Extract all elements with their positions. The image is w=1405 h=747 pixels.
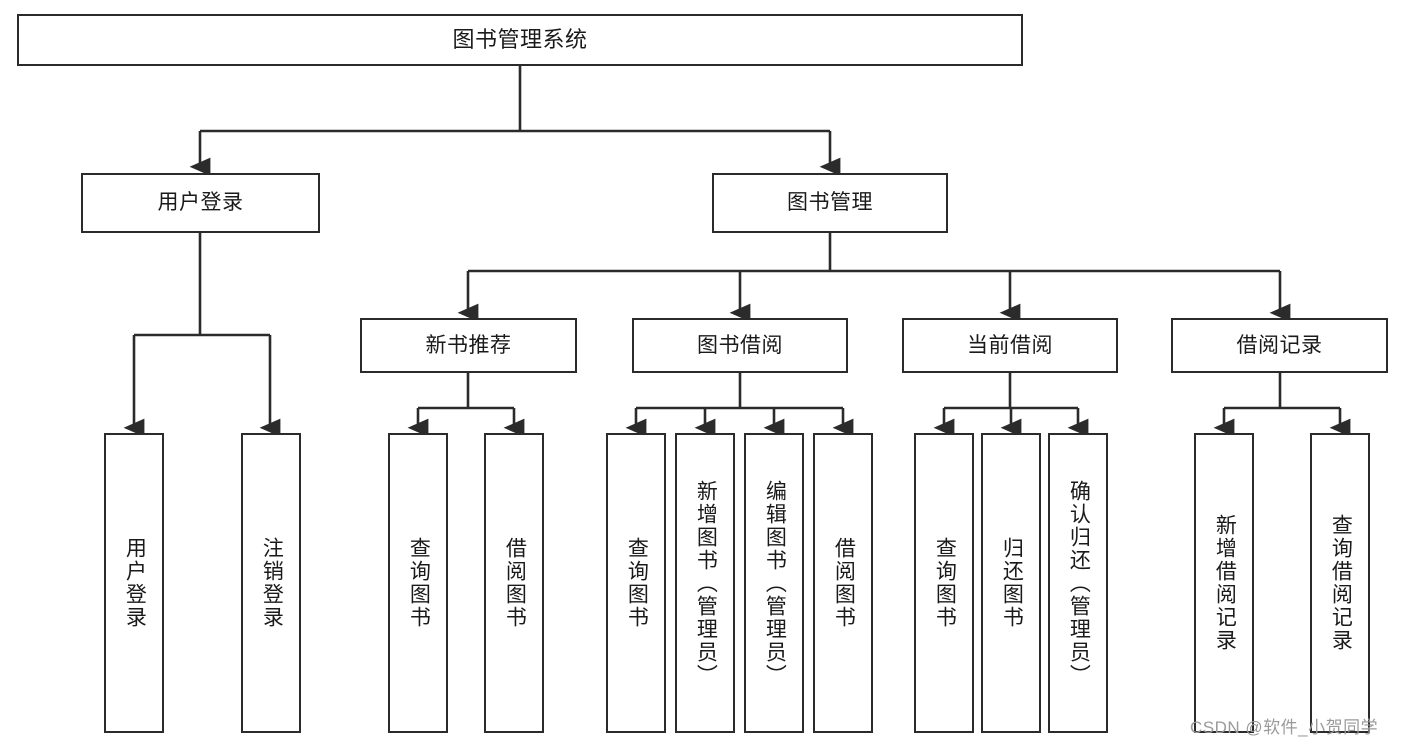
node-label: 用户登录 [157,191,244,215]
node-label: 查询图书 [625,537,649,629]
node-label: 注销登录 [260,537,284,629]
node-new-book-recommendation[interactable]: 新书推荐 [360,318,577,373]
node-label: 用户登录 [123,537,147,629]
leaf-query-book-current[interactable]: 查询图书 [914,433,974,733]
node-label: 新增借阅记录 [1213,514,1237,652]
node-label: 图书管理系统 [452,26,588,52]
node-label: 确认归还（管理员） [1067,479,1091,687]
leaf-borrow-book[interactable]: 借阅图书 [813,433,873,733]
leaf-query-book-newbook[interactable]: 查询图书 [388,433,448,733]
node-label: 图书借阅 [697,333,783,357]
node-current-borrow[interactable]: 当前借阅 [902,318,1118,373]
node-label: 借阅图书 [503,537,527,629]
node-borrow-record[interactable]: 借阅记录 [1171,318,1388,373]
leaf-borrow-book-newbook[interactable]: 借阅图书 [484,433,544,733]
node-book-management[interactable]: 图书管理 [712,173,948,233]
watermark-text: CSDN @软件_小贺同学 [1190,718,1379,737]
node-book-borrow[interactable]: 图书借阅 [632,318,848,373]
leaf-confirm-return-admin[interactable]: 确认归还（管理员） [1048,433,1108,733]
node-label: 编辑图书（管理员） [763,479,787,687]
node-label: 借阅记录 [1236,333,1323,357]
node-label: 查询借阅记录 [1329,514,1353,652]
node-label: 新增图书（管理员） [694,479,718,687]
leaf-user-login[interactable]: 用户登录 [104,433,164,733]
node-label: 归还图书 [1000,537,1024,629]
node-root-system[interactable]: 图书管理系统 [17,14,1023,66]
node-label: 新书推荐 [425,333,512,357]
node-label: 查询图书 [933,537,957,629]
leaf-add-book-admin[interactable]: 新增图书（管理员） [675,433,735,733]
leaf-query-book-borrow[interactable]: 查询图书 [606,433,666,733]
node-label: 借阅图书 [832,537,856,629]
node-user-login[interactable]: 用户登录 [81,173,320,233]
leaf-edit-book-admin[interactable]: 编辑图书（管理员） [744,433,804,733]
leaf-add-borrow-record[interactable]: 新增借阅记录 [1194,433,1254,733]
leaf-logout[interactable]: 注销登录 [241,433,301,733]
node-label: 查询图书 [407,537,431,629]
leaf-query-borrow-record[interactable]: 查询借阅记录 [1310,433,1370,733]
node-label: 图书管理 [787,191,873,215]
node-label: 当前借阅 [967,333,1053,357]
leaf-return-book[interactable]: 归还图书 [981,433,1041,733]
